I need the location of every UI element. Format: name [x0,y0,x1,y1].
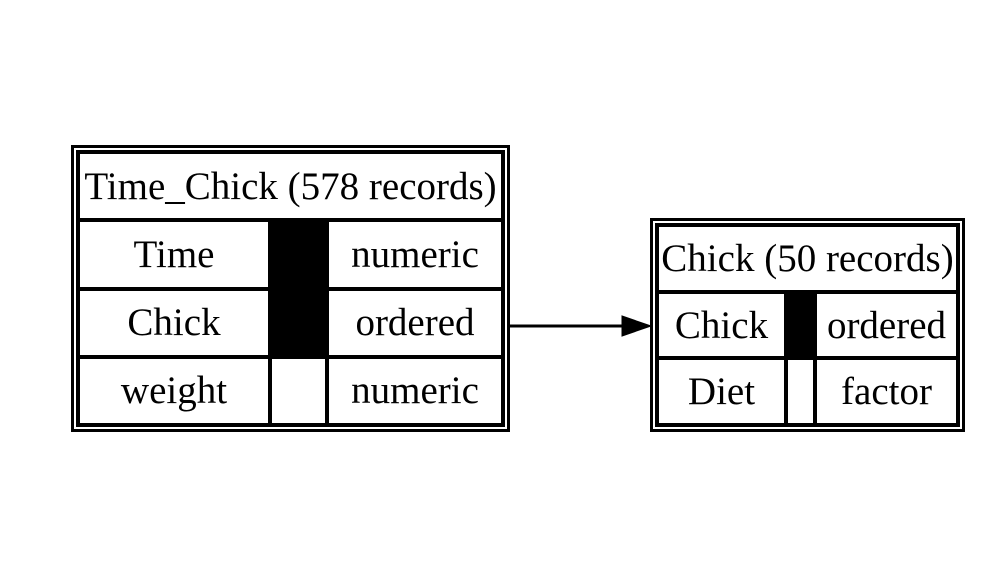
table-header-row: Chick (50 records) [655,223,960,294]
field-type: numeric [325,218,505,291]
field-row: Time numeric [76,218,505,291]
field-name: Chick [655,289,788,361]
table-header-row: Time_Chick (578 records) [76,149,505,223]
relation-arrow [510,315,653,337]
relation-arrowhead-icon [621,315,653,337]
entity-table-chick: Chick (50 records) Chick ordered Diet fa… [650,218,965,432]
field-type: ordered [813,289,960,361]
field-row: Chick ordered [655,289,960,361]
field-type: ordered [325,286,505,359]
key-indicator-cell [268,354,329,428]
key-indicator-cell [784,289,817,361]
key-indicator-cell [268,218,329,291]
key-indicator-cell [268,286,329,359]
field-name: weight [76,354,272,428]
entity-table-time-chick: Time_Chick (578 records) Time numeric Ch… [71,145,510,432]
field-name: Chick [76,286,272,359]
field-type: numeric [325,354,505,428]
field-name: Diet [655,356,788,427]
field-row: Diet factor [655,356,960,427]
table-title-time-chick: Time_Chick (578 records) [76,149,505,223]
entity-grid-time-chick: Time_Chick (578 records) Time numeric Ch… [76,149,505,428]
field-name: Time [76,218,272,291]
field-type: factor [813,356,960,427]
table-title-chick: Chick (50 records) [655,223,960,294]
field-row: Chick ordered [76,286,505,359]
key-indicator-cell [784,356,817,427]
entity-grid-chick: Chick (50 records) Chick ordered Diet fa… [655,223,960,427]
field-row: weight numeric [76,354,505,428]
